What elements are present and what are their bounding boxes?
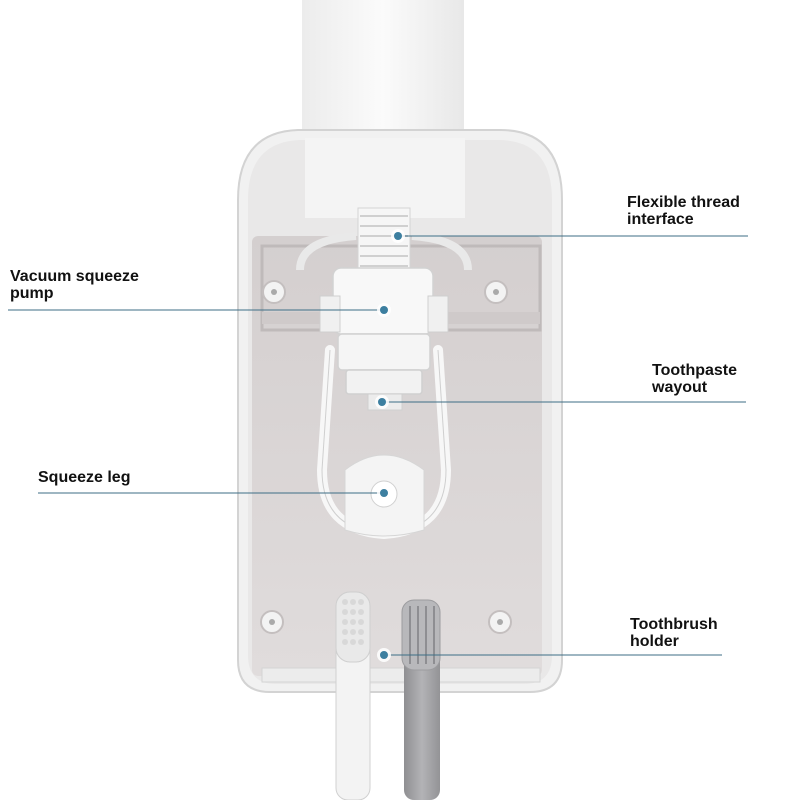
callout-toothbrush-holder-line1: Toothbrush xyxy=(630,616,718,633)
screw-boss-top-right xyxy=(484,280,508,304)
toothbrush-gray xyxy=(401,599,441,800)
marker-dot-toothbrush-holder xyxy=(380,651,388,659)
marker-dot-squeeze-leg xyxy=(380,489,388,497)
marker-dot-toothpaste-wayout xyxy=(378,398,386,406)
marker-dot-flexible-thread xyxy=(394,232,402,240)
screw-boss-bottom-right xyxy=(488,610,512,634)
callout-vacuum-pump-line2: pump xyxy=(10,285,54,302)
inner-cavity xyxy=(252,236,542,676)
callout-vacuum-pump: Vacuum squeeze pump xyxy=(10,268,139,302)
screw-boss-bottom-left xyxy=(260,610,284,634)
callout-toothpaste-wayout: Toothpaste wayout xyxy=(652,362,737,396)
leader-lines xyxy=(8,229,748,662)
callout-toothbrush-holder: Toothbrush holder xyxy=(630,616,718,650)
thread-interface xyxy=(296,207,472,279)
callout-toothbrush-holder-line2: holder xyxy=(630,633,679,650)
callout-toothpaste-wayout-line1: Toothpaste xyxy=(652,362,738,379)
toothpaste-tube xyxy=(302,0,464,140)
toothbrush-white xyxy=(335,591,371,801)
bottom-ledge xyxy=(261,667,541,683)
callout-squeeze-leg: Squeeze leg xyxy=(38,469,130,486)
vacuum-pump xyxy=(319,267,449,411)
cap-top xyxy=(305,138,465,218)
callout-vacuum-pump-line1: Vacuum squeeze xyxy=(10,268,139,285)
callout-toothpaste-wayout-line2: wayout xyxy=(652,379,708,396)
callout-flexible-thread: Flexible thread interface xyxy=(627,194,740,228)
callout-squeeze-leg-line1: Squeeze leg xyxy=(38,469,131,486)
callout-flexible-thread-line2: interface xyxy=(627,211,694,228)
screw-boss-top-left xyxy=(262,280,286,304)
callout-flexible-thread-line1: Flexible thread xyxy=(627,194,740,211)
marker-dot-vacuum-pump xyxy=(380,306,388,314)
